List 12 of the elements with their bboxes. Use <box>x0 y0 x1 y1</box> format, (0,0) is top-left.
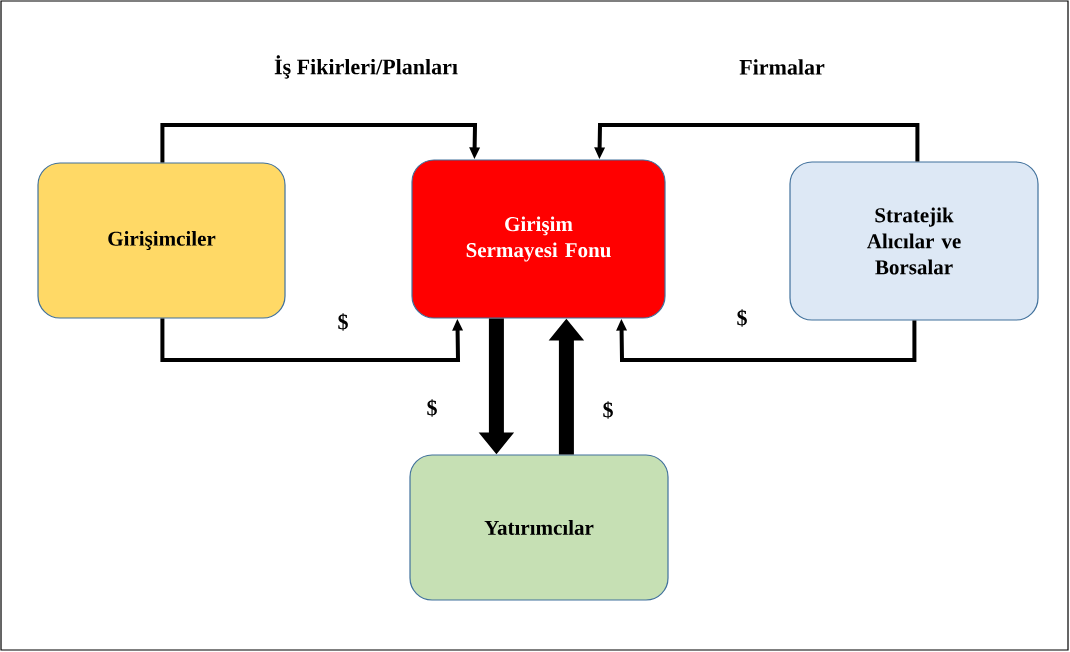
process-box: Yatırımcılar <box>409 454 669 601</box>
arrow <box>594 123 920 162</box>
edge-label: $ <box>603 401 613 419</box>
process-box: Girişimciler <box>37 162 286 319</box>
edge-label: İş Fikirleri/Planları <box>274 55 458 79</box>
process-box: Stratejik Alıcılar ve Borsalar <box>789 161 1039 321</box>
arrow <box>160 123 481 163</box>
process-box: Girişim Sermayesi Fonu <box>411 159 666 319</box>
edge-label: Firmalar <box>739 59 825 75</box>
edge-label: $ <box>737 309 747 327</box>
edge-label: $ <box>338 313 348 331</box>
edge-label: $ <box>427 399 437 417</box>
